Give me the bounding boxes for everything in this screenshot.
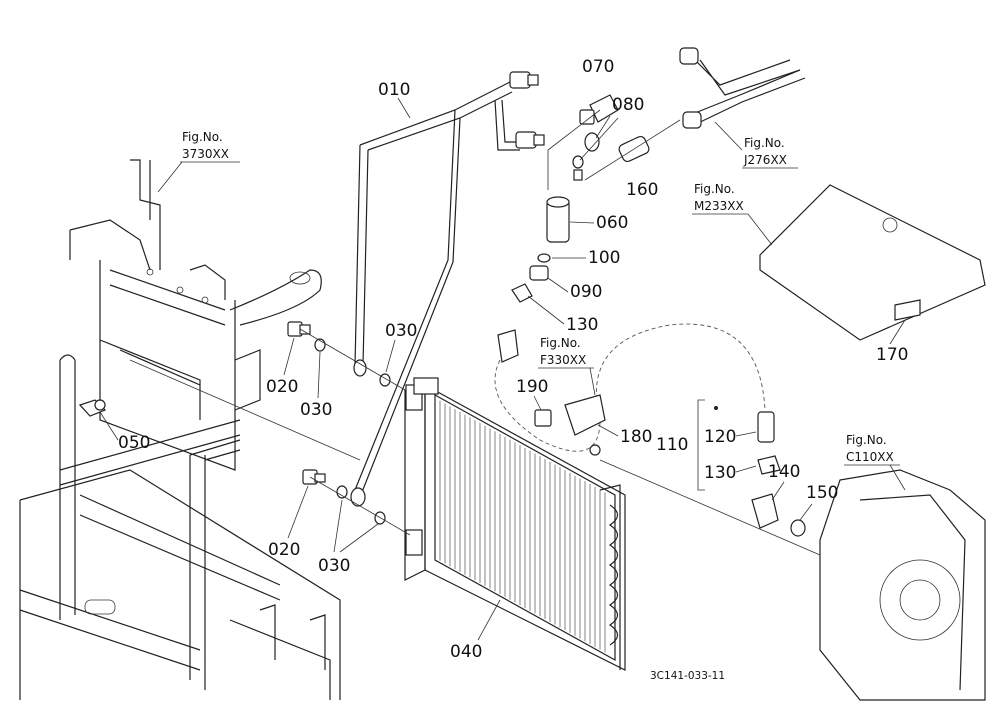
label-030-a: 030: [300, 400, 332, 420]
parts-group-110: [697, 399, 806, 537]
fig-ref-j276-code: J276XX: [743, 153, 787, 167]
fig-ref-3730: Fig.No. 3730XX: [157, 130, 240, 193]
fig-ref-c110: Fig.No. C110XX: [844, 433, 906, 491]
transmission-casing: [819, 469, 986, 701]
label-160: 160: [626, 180, 658, 200]
label-130-lower: 130: [704, 463, 736, 483]
label-170: 170: [876, 345, 908, 365]
fig-ref-m233: Fig.No. M233XX: [692, 182, 773, 246]
fig-ref-3730-label: Fig.No.: [182, 130, 223, 144]
plate-m233: [759, 184, 986, 341]
label-010: 010: [378, 80, 410, 100]
fig-ref-m233-label: Fig.No.: [694, 182, 735, 196]
label-150: 150: [806, 483, 838, 503]
fitting-020-lower: [302, 469, 326, 485]
plug-050: [78, 399, 107, 417]
label-090: 090: [570, 282, 602, 302]
condenser-fins: [439, 400, 606, 653]
label-120: 120: [704, 427, 736, 447]
label-030-b: 030: [385, 321, 417, 341]
fitting-020-upper: [287, 321, 311, 337]
pipe-010: [350, 71, 545, 507]
label-060: 060: [596, 213, 628, 233]
frame-assembly: [19, 159, 341, 700]
label-050: 050: [118, 433, 150, 453]
parts-100-090-130: [497, 253, 551, 363]
figure-references: Fig.No. 3730XX Fig.No. J276XX Fig.No. M2…: [157, 121, 906, 491]
fig-ref-m233-code: M233XX: [694, 199, 744, 213]
fig-ref-j276-label: Fig.No.: [744, 136, 785, 150]
fig-ref-3730-code: 3730XX: [182, 147, 229, 161]
receiver-060: [546, 196, 570, 243]
label-020-upper: 020: [266, 377, 298, 397]
fig-ref-f330-code: F330XX: [540, 353, 586, 367]
leader-lines: [129, 109, 821, 556]
bracket-180: [564, 394, 606, 456]
condenser-040: [404, 377, 626, 671]
fig-ref-c110-code: C110XX: [846, 450, 894, 464]
fitting-190: [534, 409, 552, 427]
label-100: 100: [588, 248, 620, 268]
label-130-upper: 130: [566, 315, 598, 335]
label-070: 070: [582, 57, 614, 77]
fitting-070: [579, 94, 619, 125]
drawing-code: 3C141-033-11: [650, 670, 725, 682]
fig-ref-c110-label: Fig.No.: [846, 433, 887, 447]
fig-ref-f330: Fig.No. F330XX: [538, 336, 596, 396]
label-140: 140: [768, 462, 800, 482]
label-110: 110: [656, 435, 688, 455]
pipes-j276: [679, 47, 806, 129]
o-rings-080: [572, 132, 600, 181]
fig-ref-j276: Fig.No. J276XX: [714, 121, 798, 169]
part-labels: 010 070 080 160 060 100 090 130 020 030 …: [99, 57, 908, 662]
label-040: 040: [450, 642, 482, 662]
fig-ref-f330-label: Fig.No.: [540, 336, 581, 350]
label-020-lower: 020: [268, 540, 300, 560]
label-180: 180: [620, 427, 652, 447]
label-030-c: 030: [318, 556, 350, 576]
label-190: 190: [516, 377, 548, 397]
label-080: 080: [612, 95, 644, 115]
